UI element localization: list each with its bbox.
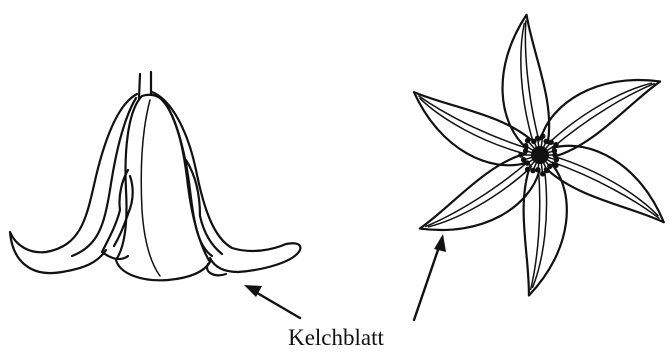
- sepal-front: [116, 95, 210, 281]
- stamen-anther: [532, 139, 536, 143]
- stamen-anther: [554, 143, 558, 147]
- petal-4: [522, 164, 570, 295]
- stamen-anther: [552, 149, 556, 153]
- petal-6: [400, 90, 537, 175]
- sepal-left-outer: [10, 94, 137, 273]
- stamen-anther: [522, 158, 526, 162]
- stamen-anther: [544, 139, 548, 143]
- arrow-to-side-view: [244, 285, 300, 318]
- stamen-anther: [554, 163, 558, 167]
- stamen-anther: [536, 136, 540, 140]
- petal-1: [486, 14, 555, 150]
- sepal-front-midrib: [141, 100, 160, 276]
- stamen-anther: [553, 153, 557, 157]
- stamen-anther: [545, 169, 549, 173]
- stamen-anther: [541, 134, 545, 138]
- stamen-anther: [519, 153, 523, 157]
- flower-stem-left: [139, 74, 140, 98]
- stamen-anther: [536, 168, 540, 172]
- stamen-anther: [524, 149, 528, 153]
- stamen-anther: [548, 164, 552, 168]
- arrow-to-top-view: [414, 234, 446, 320]
- stamen-anther: [526, 139, 530, 143]
- stamen-anther: [549, 140, 553, 144]
- stamen-anther: [554, 158, 558, 162]
- stamen-anther: [525, 161, 529, 165]
- flower-top-view: [400, 14, 672, 295]
- stamen-anther: [526, 167, 530, 171]
- caption-label: Kelchblatt: [0, 326, 672, 349]
- stamen-cluster: [519, 134, 558, 176]
- flower-side-view: [10, 72, 300, 280]
- stamen-anther: [524, 144, 528, 148]
- stamen-anther: [541, 172, 545, 176]
- curled-edge-left-inner: [114, 176, 133, 246]
- stamen-anther: [531, 169, 535, 173]
- petal-2: [533, 49, 662, 163]
